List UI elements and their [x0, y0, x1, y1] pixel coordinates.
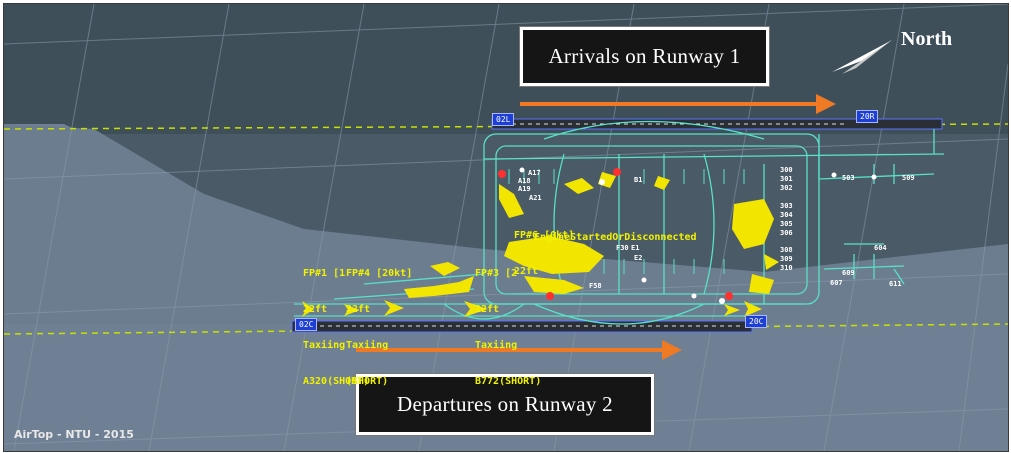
- fp4-title: FP#4 [20kt]: [346, 268, 413, 279]
- fp6-title: FP#6 [0kt]: [514, 230, 575, 241]
- flight-label-fp1: FP#1 [1 22ft Taxiing A320(SHORT): [303, 244, 369, 412]
- gate-a17: A17: [528, 169, 541, 177]
- gate-308: 308: [780, 246, 793, 254]
- fp1-alt: 22ft: [303, 304, 328, 315]
- departures-callout: Departures on Runway 2: [356, 374, 654, 435]
- gate-303: 303: [780, 202, 793, 210]
- fp4-status: Taxiing: [346, 340, 389, 351]
- gate-a21: A21: [529, 194, 542, 202]
- gate-607: 607: [830, 279, 843, 287]
- gate-a18: A18: [518, 177, 531, 185]
- gate-611: 611: [889, 280, 902, 288]
- arrivals-callout: Arrivals on Runway 1: [520, 27, 769, 86]
- gate-509: 509: [902, 174, 915, 182]
- fp4-type: (SHORT): [346, 376, 389, 387]
- fp1-title: FP#1 [1: [303, 268, 346, 279]
- north-arrow-icon: [832, 40, 892, 72]
- north-label: North: [901, 28, 953, 50]
- gate-306: 306: [780, 229, 793, 237]
- fp3-type: B772(SHORT): [475, 376, 542, 387]
- runway-tag-02c: 02C: [295, 318, 318, 331]
- runway-tag-20r: 20R: [856, 110, 879, 123]
- fp1-type: A320(SHORT): [303, 376, 370, 387]
- aircraft-markers: [498, 167, 877, 304]
- gate-309: 309: [780, 255, 793, 263]
- flight-label-fp6: FP#6 [0kt] 22ft: [514, 206, 574, 302]
- departures-arrow: [356, 340, 682, 360]
- gate-f30: F30: [616, 244, 629, 252]
- gate-e2: E2: [634, 254, 643, 262]
- airport-map-view: Arrivals on Runway 1 Departures on Runwa…: [3, 3, 1009, 452]
- taxiway-network: [294, 120, 945, 325]
- gate-a19: A19: [518, 185, 531, 193]
- fp3-alt: 22ft: [475, 304, 500, 315]
- gate-310: 310: [780, 264, 793, 272]
- gate-301: 301: [780, 175, 793, 183]
- gate-609: 609: [842, 269, 855, 277]
- fp6-alt: 22ft: [514, 266, 539, 277]
- flight-label-fp4: FP#4 [20kt] 22ft Taxiing (SHORT): [346, 244, 412, 412]
- flight-event-label: EngineStartedOrDisconnected: [534, 232, 697, 243]
- fp3-status: Taxiing: [475, 340, 518, 351]
- fp1-status: Taxiing: [303, 340, 346, 351]
- gate-b1: B1: [634, 176, 643, 184]
- gate-503: 503: [842, 174, 855, 182]
- gate-302: 302: [780, 184, 793, 192]
- fp3-title: FP#3 [2: [475, 268, 518, 279]
- mid-zone: [4, 124, 1008, 324]
- arrivals-arrow: [520, 94, 836, 114]
- runway-tag-20c: 20C: [745, 315, 768, 328]
- gate-304: 304: [780, 211, 793, 219]
- gate-f58: F58: [589, 282, 602, 290]
- runway2-centerline: [4, 323, 1008, 335]
- gate-e1: E1: [631, 244, 640, 252]
- watermark: AirTop - NTU - 2015: [14, 428, 134, 441]
- gate-300: 300: [780, 166, 793, 174]
- gate-stands: [508, 169, 745, 274]
- fp4-alt: 22ft: [346, 304, 371, 315]
- gate-604: 604: [874, 244, 887, 252]
- flight-label-fp3: FP#3 [2 22ft Taxiing B772(SHORT): [475, 244, 541, 412]
- gate-305: 305: [780, 220, 793, 228]
- runway-tag-02l: 02L: [492, 113, 515, 126]
